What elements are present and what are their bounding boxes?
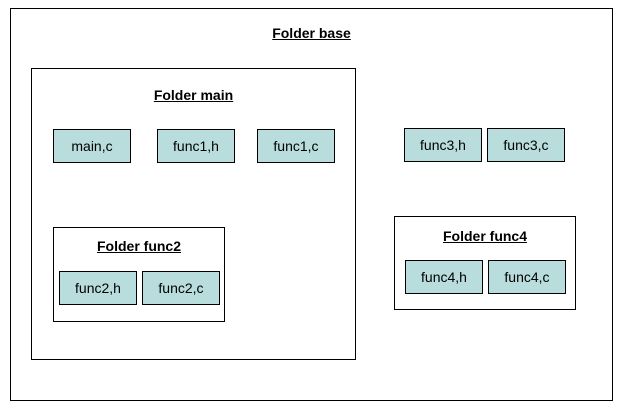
- folder-base-title: Folder base: [272, 25, 351, 41]
- file-func1-h: func1,h: [157, 129, 235, 163]
- folder-main: Folder main main,c func1,h func1,c Folde…: [31, 68, 356, 360]
- folder-func4-title: Folder func4: [442, 228, 527, 244]
- folder-func4: Folder func4 func4,h func4,c: [394, 216, 576, 310]
- file-func3-h: func3,h: [404, 128, 482, 162]
- file-func2-c: func2,c: [142, 271, 220, 305]
- file-func3-c: func3,c: [487, 128, 565, 162]
- folder-func2-title: Folder func2: [96, 238, 181, 254]
- file-main-c: main,c: [53, 129, 131, 163]
- file-func4-c: func4,c: [488, 260, 566, 294]
- file-func4-h: func4,h: [405, 260, 483, 294]
- folder-main-title: Folder main: [153, 87, 234, 103]
- folder-func2: Folder func2 func2,h func2,c: [53, 227, 225, 322]
- file-func2-h: func2,h: [59, 271, 137, 305]
- file-func1-c: func1,c: [257, 129, 335, 163]
